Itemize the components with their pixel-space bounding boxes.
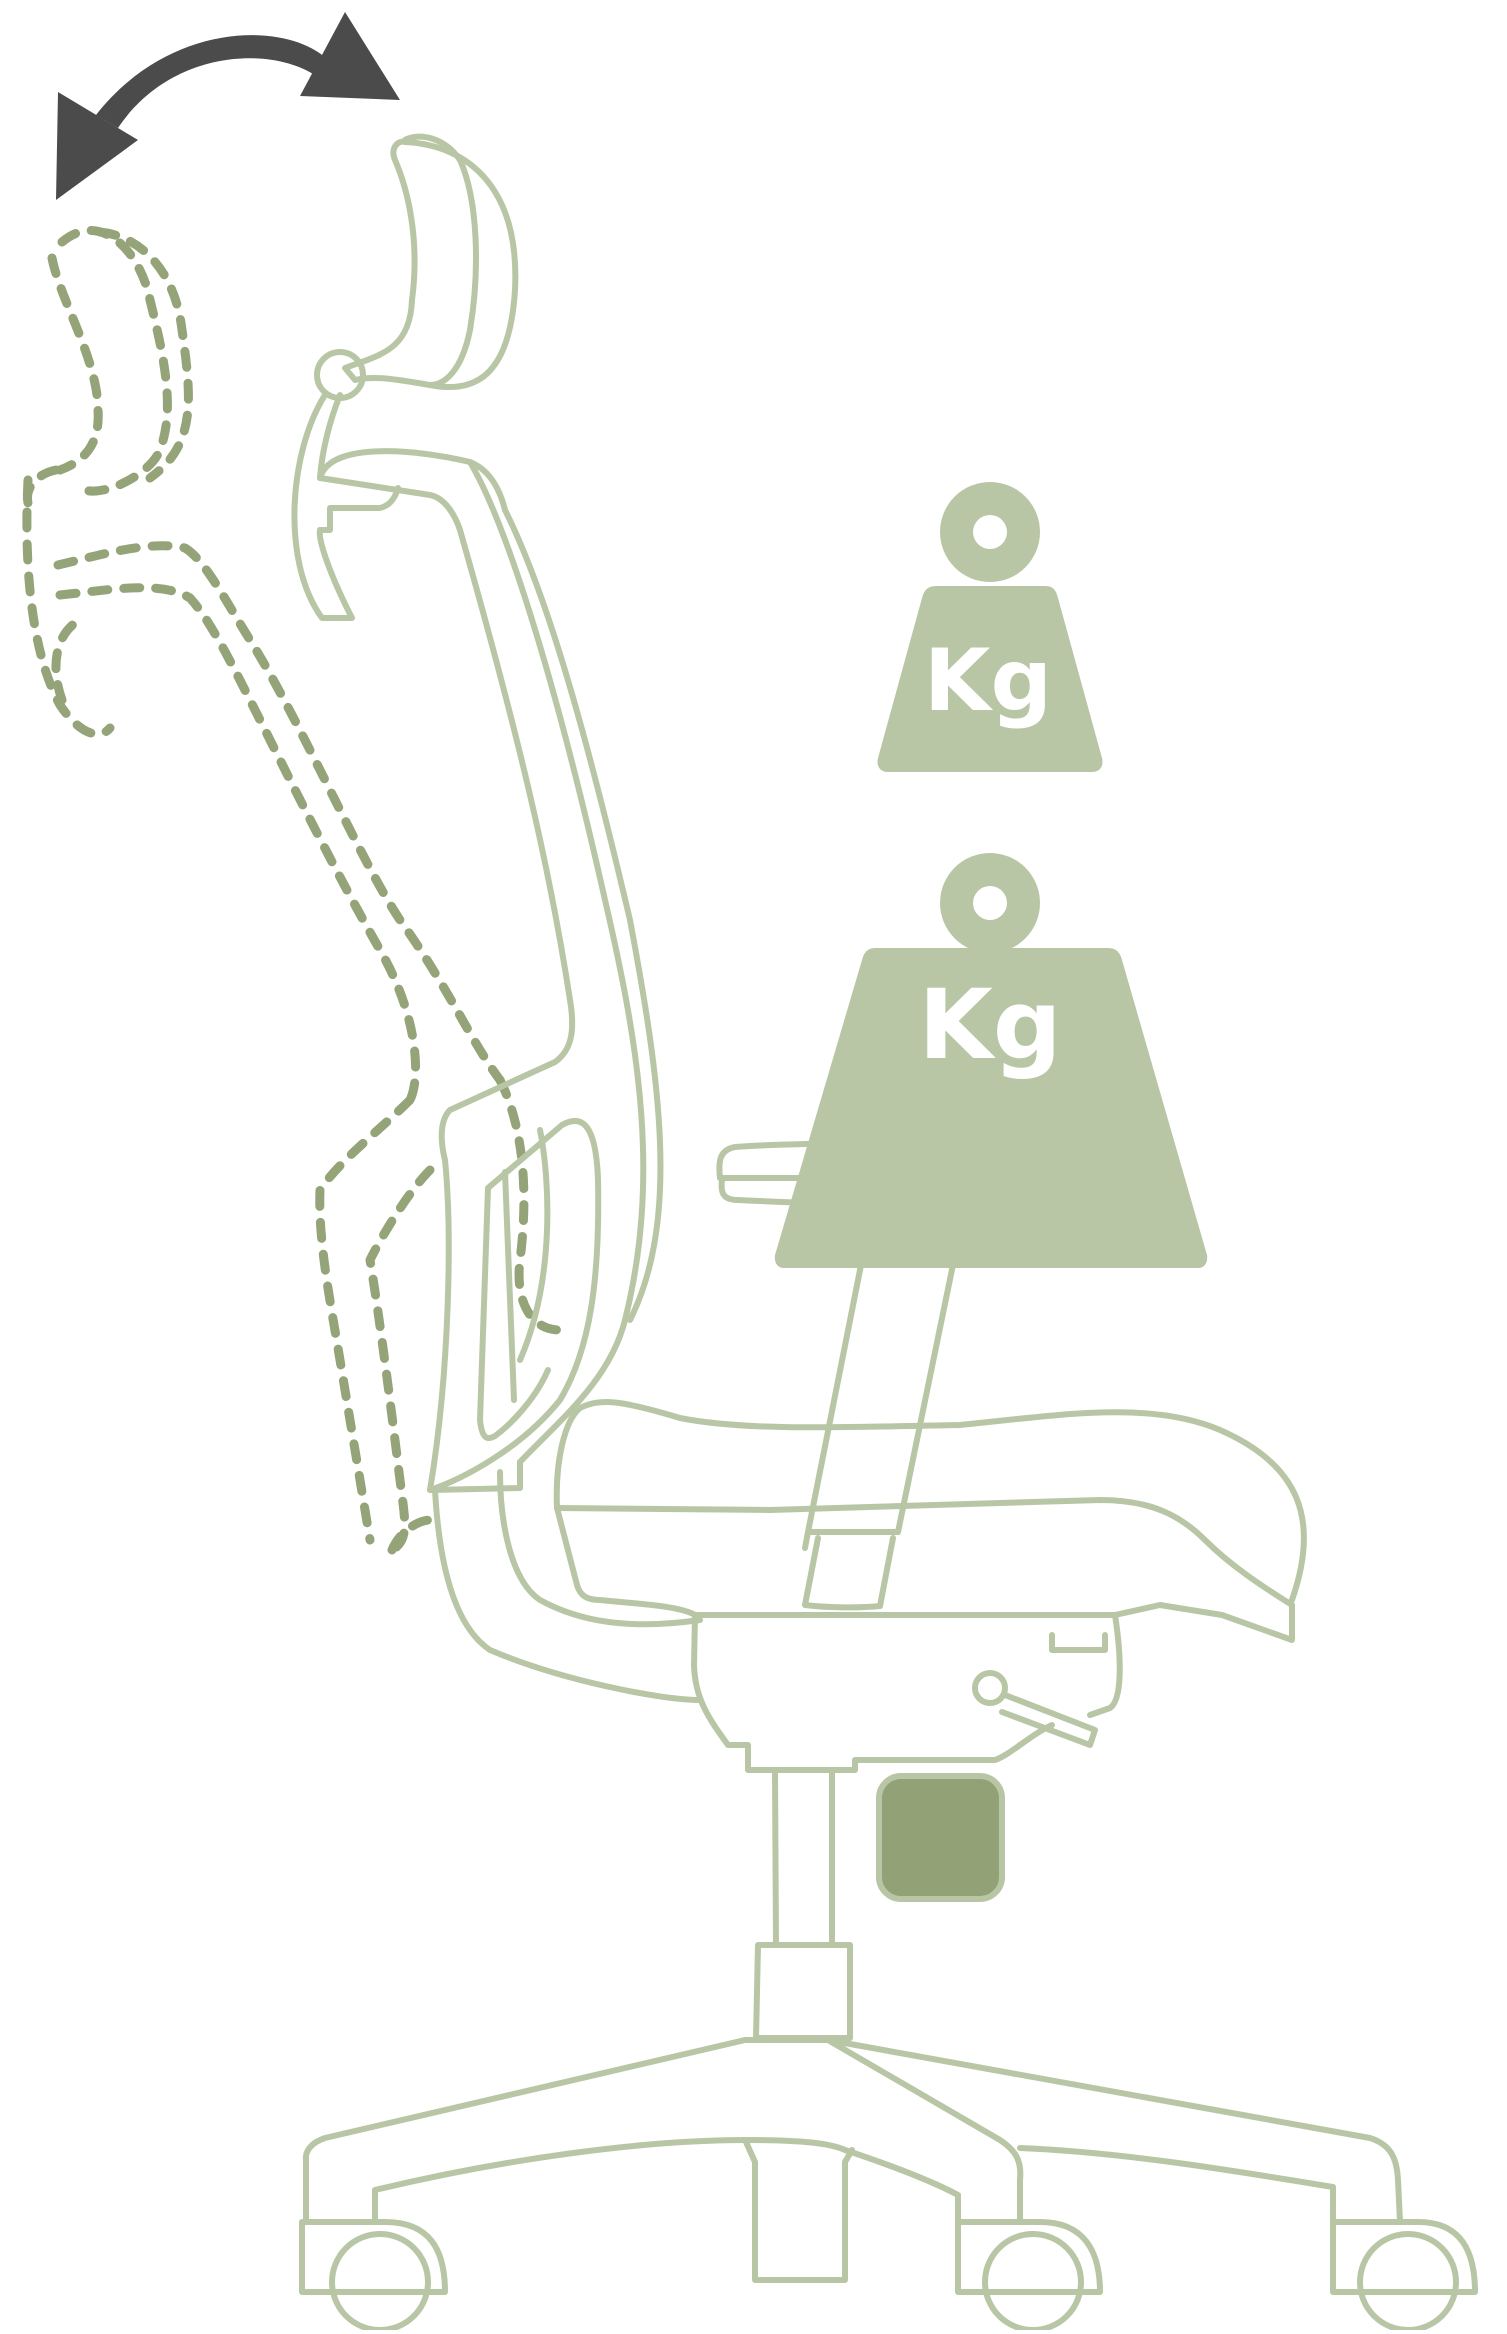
tilt-arrow-icon <box>56 12 400 200</box>
seat-mechanism <box>694 1615 1120 1770</box>
backrest <box>430 462 660 1490</box>
gas-column <box>756 1772 850 2038</box>
star-base <box>306 2040 1400 2280</box>
seat <box>432 1402 1304 1700</box>
casters <box>302 2222 1475 2330</box>
weight-light-icon: Kg <box>877 482 1102 772</box>
height-lever-knob <box>879 1776 1002 1899</box>
weight-light-label: Kg <box>924 631 1052 731</box>
headrest <box>317 137 515 398</box>
weight-heavy-label: Kg <box>918 969 1061 1081</box>
